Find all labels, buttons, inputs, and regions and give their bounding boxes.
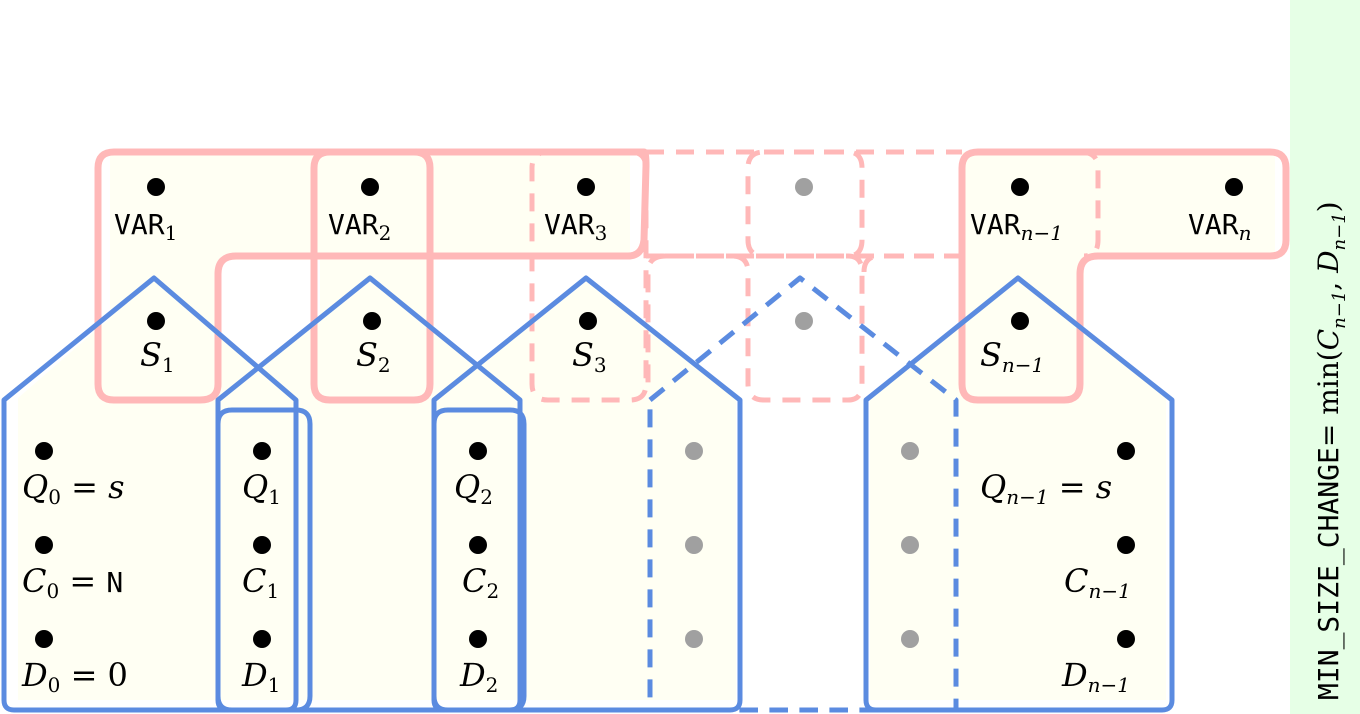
label-s1: S1 xyxy=(140,336,175,377)
var-labels: VAR1 VAR2 VAR3 VARn−1 VARn xyxy=(114,208,1251,245)
dot-s1 xyxy=(147,312,165,330)
dot-q2 xyxy=(469,442,487,460)
dot-var2 xyxy=(361,178,379,196)
label-d1: D1 xyxy=(241,656,280,697)
label-sn1: Sn−1 xyxy=(980,336,1044,377)
dot-s2 xyxy=(363,312,381,330)
gray-dots xyxy=(685,178,919,648)
region-fills xyxy=(18,152,1275,700)
qcd-labels: Q0 = s C0 = N D0 = 0 Q1 C1 D1 Q2 C2 D2 Q… xyxy=(21,468,1131,697)
label-q0: Q0 = s xyxy=(22,468,125,509)
gray-dot-c-left xyxy=(685,536,703,554)
s-labels: S1 S2 S3 Sn−1 xyxy=(140,336,1044,377)
dot-var1 xyxy=(147,178,165,196)
pink-region-2 xyxy=(310,148,434,404)
blue-house-n xyxy=(863,275,1175,713)
pink-dashed-n-top xyxy=(1079,149,1101,259)
dot-d2 xyxy=(469,630,487,648)
label-s3: S3 xyxy=(572,336,607,377)
dot-dn1 xyxy=(1117,630,1135,648)
label-varn: VARn xyxy=(1188,208,1251,245)
label-c2: C2 xyxy=(462,562,499,603)
label-cn1: Cn−1 xyxy=(1064,562,1131,603)
blue-regions-solid xyxy=(1,275,1175,713)
dot-qn1 xyxy=(1117,442,1135,460)
gray-dot-c-right xyxy=(901,536,919,554)
label-d2: D2 xyxy=(459,656,498,697)
black-dots xyxy=(35,178,1243,648)
dot-d0 xyxy=(35,630,53,648)
gray-dot-q-left xyxy=(685,442,703,460)
gray-dot-s xyxy=(795,312,813,330)
blue-dashed-house xyxy=(647,275,959,713)
label-c0: C0 = N xyxy=(22,562,123,603)
dot-varn xyxy=(1225,178,1243,196)
dot-q1 xyxy=(253,442,271,460)
gray-dot-var xyxy=(795,178,813,196)
gray-dot-d-left xyxy=(685,630,703,648)
blue-regions-dashed xyxy=(647,275,959,713)
label-var2: VAR2 xyxy=(328,208,391,245)
label-q1: Q1 xyxy=(242,468,281,509)
blue-house-2-inner xyxy=(431,407,527,713)
dot-varn1 xyxy=(1011,178,1029,196)
label-varn1: VARn−1 xyxy=(970,208,1063,245)
gray-dot-q-right xyxy=(901,442,919,460)
gray-dot-d-right xyxy=(901,630,919,648)
label-var3: VAR3 xyxy=(544,208,607,245)
label-q2: Q2 xyxy=(454,468,493,509)
dot-q0 xyxy=(35,442,53,460)
label-var1: VAR1 xyxy=(114,208,177,245)
dot-var3 xyxy=(577,178,595,196)
dot-s3 xyxy=(579,312,597,330)
side-label-panel xyxy=(1290,0,1360,714)
label-s2: S2 xyxy=(356,336,391,377)
pink-dashed-right xyxy=(861,253,962,273)
blue-house-1-inner xyxy=(215,407,313,713)
pink-region-n xyxy=(958,148,1290,404)
pink-dashed-3 xyxy=(529,149,649,403)
dot-d1 xyxy=(253,630,271,648)
label-qn1: Qn−1 = s xyxy=(980,468,1112,509)
dot-c2 xyxy=(469,536,487,554)
pink-dashed-box xyxy=(745,149,865,259)
dot-c0 xyxy=(35,536,53,554)
side-label-text: MIN_SIZE_CHANGE= min(Cn−1, Dn−1) xyxy=(1312,201,1350,700)
dot-c1 xyxy=(253,536,271,554)
pink-dashed-lower xyxy=(666,253,865,403)
label-c1: C1 xyxy=(242,562,279,603)
pink-regions-dashed xyxy=(529,149,1101,403)
dot-sn1 xyxy=(1011,312,1029,330)
pink-dashed-left xyxy=(645,253,667,384)
label-d0: D0 = 0 xyxy=(21,656,128,697)
label-dn1: Dn−1 xyxy=(1061,656,1130,697)
dot-cn1 xyxy=(1117,536,1135,554)
